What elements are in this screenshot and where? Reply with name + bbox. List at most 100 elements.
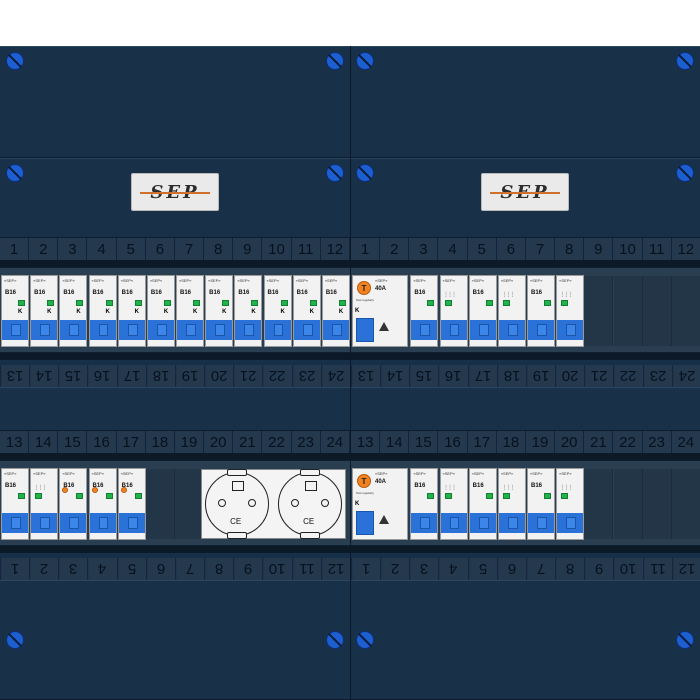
circuit-breaker[interactable]: «SEP»┊┊┊ <box>30 468 59 540</box>
breaker-toggle[interactable] <box>89 320 116 340</box>
breaker-toggle[interactable] <box>60 320 87 340</box>
breaker-toggle[interactable] <box>2 513 28 533</box>
breaker-toggle[interactable] <box>322 320 349 340</box>
breaker-toggle[interactable] <box>89 513 116 533</box>
circuit-breaker[interactable]: «SEP»B16 <box>410 468 439 540</box>
screw-icon <box>356 164 374 182</box>
breaker-toggle[interactable] <box>498 513 525 533</box>
circuit-breaker[interactable]: «SEP»B16 <box>468 275 497 347</box>
breaker-brand: «SEP» <box>91 471 104 476</box>
rcd-toggle[interactable] <box>356 511 374 535</box>
module-number: 22 <box>262 431 292 453</box>
circuit-breaker[interactable]: «SEP»┊┊┊ <box>439 468 468 540</box>
breaker-toggle[interactable] <box>264 320 291 340</box>
breaker-brand: «SEP» <box>559 471 572 476</box>
module-number: 4 <box>87 558 117 580</box>
breaker-toggle[interactable] <box>60 513 87 533</box>
breaker-toggle[interactable] <box>206 320 233 340</box>
test-button[interactable]: T <box>357 281 371 295</box>
circuit-breaker[interactable]: «SEP» B16 <box>88 468 117 540</box>
top-cover-plate <box>0 46 350 182</box>
circuit-breaker[interactable]: «SEP»┊┊┊ <box>439 275 468 347</box>
breaker-toggle[interactable] <box>528 513 554 533</box>
module-number: 6 <box>496 558 526 580</box>
breaker-toggle[interactable] <box>440 513 467 533</box>
pole-marks: ┊┊┊ <box>561 485 574 491</box>
breaker-toggle[interactable] <box>498 320 525 340</box>
breaker-rating: B16 <box>92 483 104 489</box>
breaker-brand: «SEP» <box>4 471 17 476</box>
test-button-icon[interactable] <box>91 487 98 493</box>
module-number: 2 <box>29 558 59 580</box>
logo-cover-plate: SEP <box>351 158 700 238</box>
breaker-toggle[interactable] <box>235 320 262 340</box>
breaker-toggle[interactable] <box>557 513 584 533</box>
breaker-toggle[interactable] <box>557 320 584 340</box>
circuit-breaker[interactable]: «SEP»B16 <box>1 468 29 540</box>
rcd-toggle[interactable] <box>356 318 374 342</box>
circuit-breaker[interactable]: «SEP»B16 <box>59 468 88 540</box>
breaker-toggle[interactable] <box>177 320 203 340</box>
breaker-toggle[interactable] <box>31 320 58 340</box>
breaker-toggle[interactable] <box>440 320 467 340</box>
test-button-icon[interactable] <box>120 487 127 493</box>
circuit-breaker[interactable]: «SEP»┊┊┊ <box>497 275 526 347</box>
k-mark: K <box>309 309 314 315</box>
module-number: 7 <box>175 238 205 260</box>
breaker-toggle[interactable] <box>147 320 174 340</box>
circuit-breaker[interactable]: «SEP»┊┊┊ <box>556 275 585 347</box>
pin-hole-icon <box>248 499 257 507</box>
module-number: 8 <box>204 238 234 260</box>
breaker-toggle[interactable] <box>118 513 145 533</box>
test-button-icon[interactable] <box>62 487 69 493</box>
circuit-breaker[interactable]: «SEP»B16 <box>527 275 555 347</box>
breaker-toggle[interactable] <box>469 320 496 340</box>
breaker-brand: «SEP» <box>324 278 338 283</box>
blank-module <box>642 469 672 539</box>
circuit-breaker[interactable]: «SEP» ┊┊┊ <box>556 468 585 540</box>
status-indicator-icon <box>427 493 435 499</box>
circuit-breaker[interactable]: «SEP»┊┊┊ <box>497 468 526 540</box>
pole-marks: ┊┊┊ <box>444 485 457 491</box>
clip <box>300 469 321 476</box>
breaker-toggle[interactable] <box>118 320 145 340</box>
blank-module <box>613 276 643 346</box>
blank-module <box>584 469 614 539</box>
circuit-breaker[interactable]: «SEP»B16 <box>410 275 439 347</box>
module-number: 11 <box>292 238 321 260</box>
earth-contact-icon <box>232 481 245 491</box>
module-number: 24 <box>320 365 350 387</box>
breaker-rating: B16 <box>121 483 133 489</box>
schuko-socket[interactable]: CE <box>278 469 343 539</box>
schuko-socket[interactable]: CE <box>205 469 270 539</box>
breaker-toggle[interactable] <box>31 513 58 533</box>
status-indicator-icon <box>485 300 493 306</box>
breaker-toggle[interactable] <box>469 513 496 533</box>
sep-logo-text: SEP <box>500 181 550 203</box>
breaker-toggle[interactable] <box>528 320 554 340</box>
breaker-toggle[interactable] <box>411 320 438 340</box>
circuit-breaker[interactable]: «SEP»B16 <box>117 468 146 540</box>
test-button[interactable]: T <box>357 474 371 488</box>
breaker-toggle[interactable] <box>411 513 438 533</box>
breaker-toggle[interactable] <box>293 320 320 340</box>
circuit-breaker[interactable]: «SEP»B16 <box>468 468 497 540</box>
circuit-breaker[interactable]: «SEP»B16 <box>527 468 555 540</box>
breaker-toggle[interactable] <box>2 320 28 340</box>
